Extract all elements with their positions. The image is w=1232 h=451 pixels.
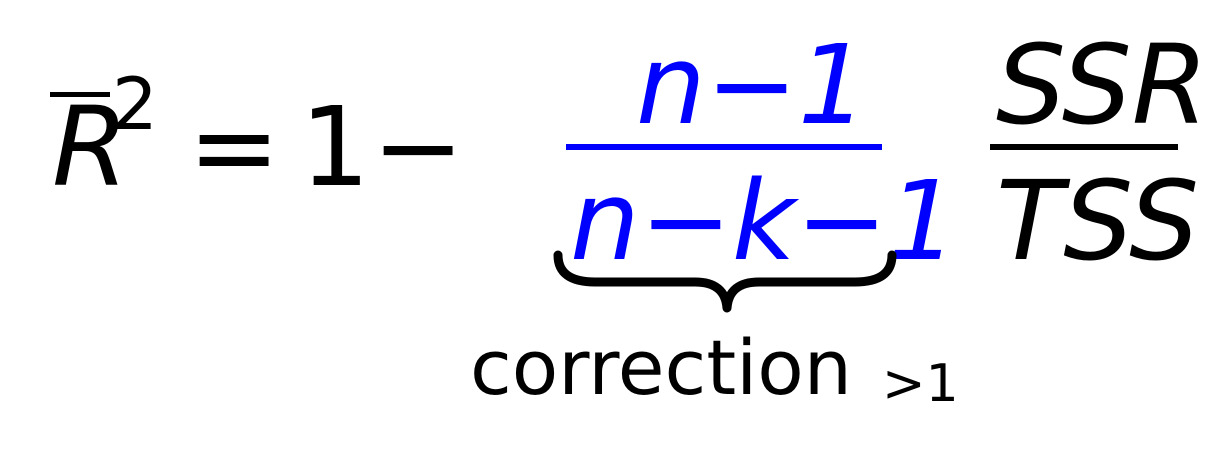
ratio-denominator: TSS: [996, 157, 1199, 285]
equals-sign: =: [188, 83, 281, 211]
ratio-numerator: SSR: [996, 21, 1209, 149]
r-symbol: R: [52, 83, 129, 211]
r-bar-overline: [50, 92, 110, 97]
r-exponent: 2: [112, 62, 158, 146]
one-constant: 1: [300, 83, 370, 211]
underbrace: [553, 250, 897, 313]
brace-label-subscript: >1: [882, 354, 959, 414]
minus-sign: −: [372, 83, 465, 211]
ratio-fraction-bar: [990, 144, 1178, 150]
brace-label: correction: [470, 323, 852, 412]
correction-numerator: n−1: [636, 21, 868, 149]
correction-fraction-bar: [566, 144, 882, 150]
